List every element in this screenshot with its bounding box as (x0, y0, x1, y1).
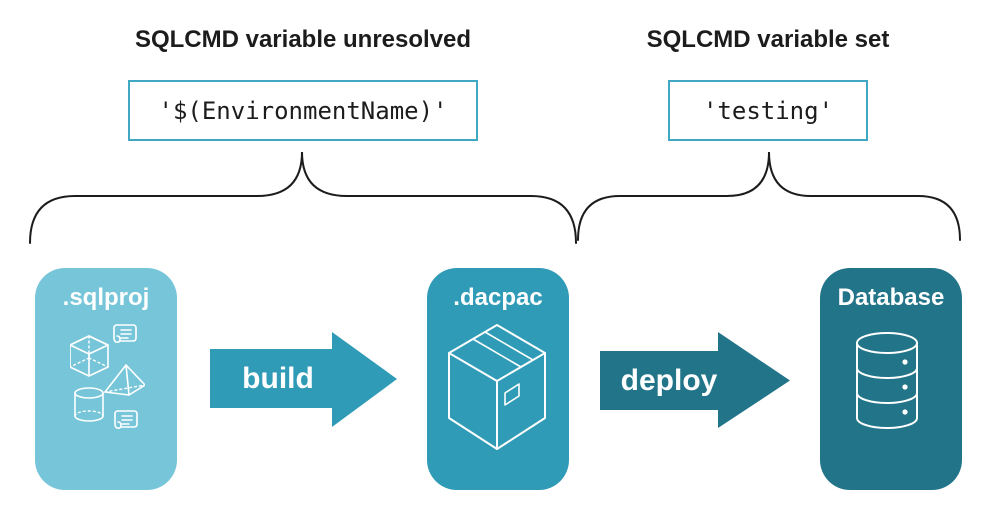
heading-variable-unresolved: SQLCMD variable unresolved (134, 26, 472, 53)
deploy-arrow (600, 332, 790, 428)
heading-variable-set: SQLCMD variable set (646, 26, 890, 53)
node-sqlproj-title: .sqlproj (62, 284, 150, 311)
code-box-set-value: 'testing' (668, 80, 868, 141)
database-cylinder-icon (856, 332, 918, 429)
left-brace (29, 151, 577, 244)
unresolved-variable-value: '$(EnvironmentName)' (158, 96, 448, 125)
node-dacpac-title: .dacpac (453, 284, 543, 311)
node-dacpac: .dacpac (427, 268, 569, 490)
sql-project-objects-icon (70, 324, 145, 429)
node-sqlproj: .sqlproj (35, 268, 177, 490)
deploy-arrow-label: deploy (620, 363, 718, 397)
node-database: Database (820, 268, 962, 490)
package-box-icon (448, 324, 546, 450)
node-database-title: Database (837, 284, 945, 311)
code-box-unresolved-value: '$(EnvironmentName)' (128, 80, 478, 141)
set-variable-value: 'testing' (702, 96, 834, 125)
right-brace (577, 151, 961, 241)
build-arrow-label: build (242, 361, 314, 395)
build-arrow (210, 332, 397, 427)
